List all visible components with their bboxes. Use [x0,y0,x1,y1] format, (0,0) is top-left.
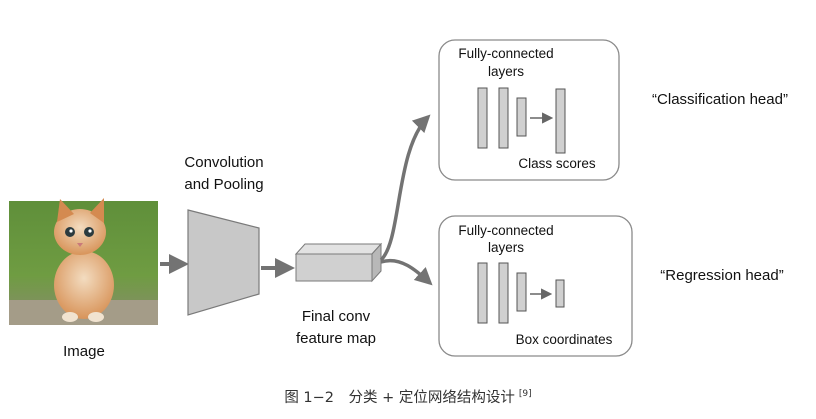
figure-caption: 图 1−2 分类 + 定位网络结构设计 [9] [284,389,531,406]
conv-label-line1: Convolution [184,154,263,171]
feature-label-line2: feature map [296,330,376,347]
caption-reference: [9] [519,389,532,399]
conv-pooling-block [187,209,260,316]
fc-layer [498,262,509,324]
feature-label-line1: Final conv [302,308,371,325]
fc-layer [477,262,488,324]
fc-layer [498,87,509,149]
kitten-image [9,198,158,325]
regression-head-label: “Regression head” [660,267,783,284]
bottom-box-title-line1: Fully-connected [458,223,553,238]
output-layer [555,88,566,154]
image-label: Image [63,343,105,360]
fc-layer [477,87,488,149]
arrow-to-classification-head [379,114,431,262]
caption-text: 图 1−2 分类 + 定位网络结构设计 [284,389,515,406]
top-box-title-line2: layers [488,64,524,79]
fc-layer [516,97,527,137]
feature-map-block [294,242,383,283]
conv-label-line2: and Pooling [184,176,263,193]
output-layer [555,279,565,308]
top-box-title-line1: Fully-connected [458,46,553,61]
class-scores-label: Class scores [518,156,596,171]
bottom-box-title-line2: layers [488,240,524,255]
classification-head-label: “Classification head” [652,91,788,108]
box-coordinates-label: Box coordinates [516,332,613,347]
arrow-to-regression-head [380,258,433,286]
fc-layer [516,272,527,312]
regression-head-box: Fully-connected layers Box coordinates [438,215,633,357]
classification-head-box: Fully-connected layers Class scores [438,39,620,181]
